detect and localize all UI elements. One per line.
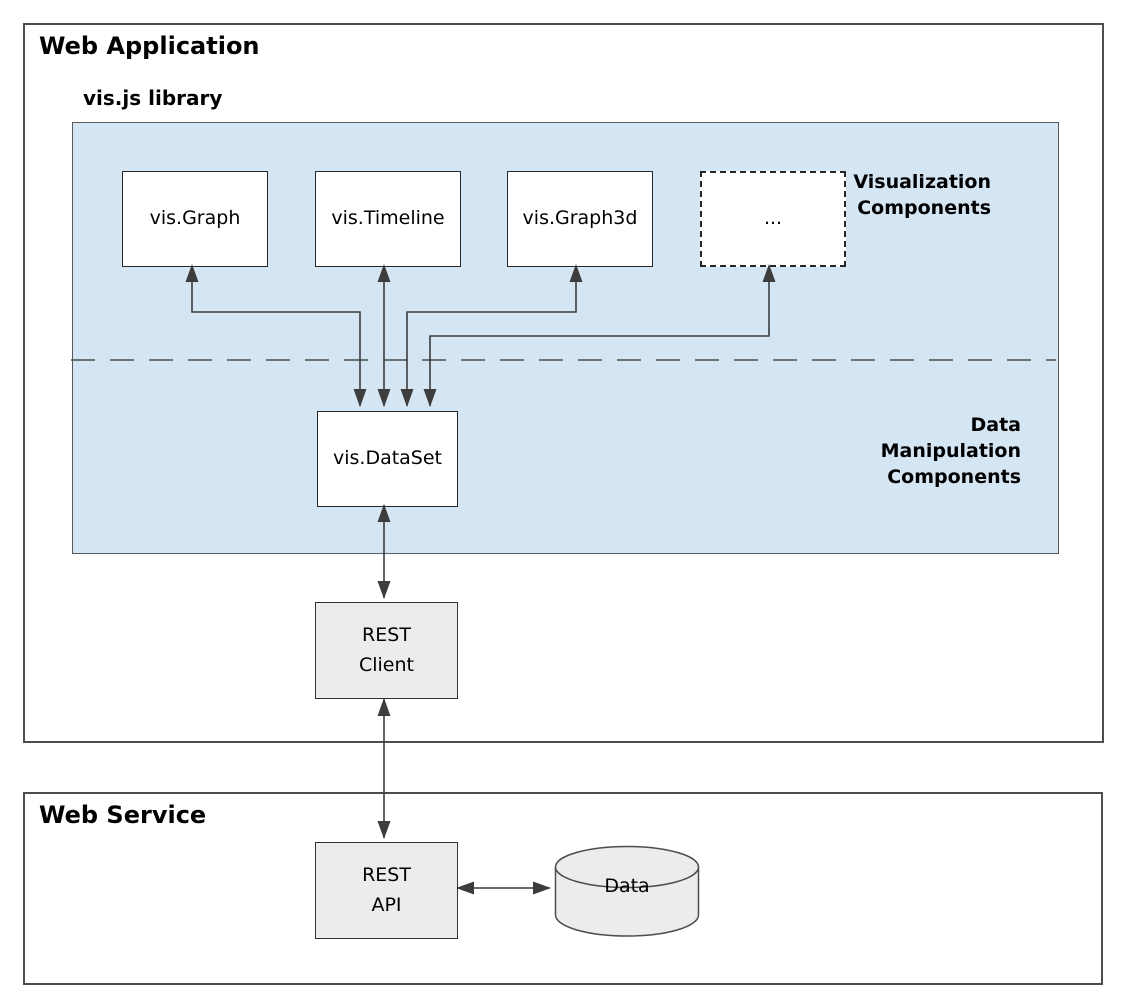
node-rest-client: REST Client [315,602,458,699]
web-service-title: Web Service [39,801,207,829]
web-application-title: Web Application [39,32,260,60]
data-store-label: Data [604,875,650,897]
node-vis-dataset: vis.DataSet [317,411,458,507]
data-manipulation-components-label: Data Manipulation Components [880,414,1021,488]
web-application-container: Web Application vis.js library vis.Graph… [23,23,1104,743]
visualization-components-label: Visualization Components [853,171,991,219]
node-data-store: Data [554,845,700,939]
vis-library-title: vis.js library [83,86,223,110]
node-more-components: ... [700,171,846,267]
node-rest-api: REST API [315,842,458,939]
vis-library-container: vis.Graph vis.Timeline vis.Graph3d ... V… [72,122,1059,554]
node-vis-graph: vis.Graph [122,171,268,267]
database-cylinder-icon [554,845,700,937]
web-service-container: Web Service REST API Data [23,792,1103,985]
node-vis-timeline: vis.Timeline [315,171,461,267]
cylinder-top [554,845,700,889]
node-vis-graph3d: vis.Graph3d [507,171,653,267]
